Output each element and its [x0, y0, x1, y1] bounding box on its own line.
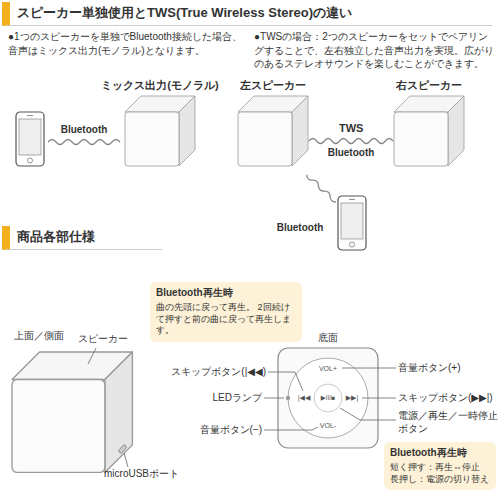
- node-heading: ミックス出力(モノラル): [101, 78, 218, 93]
- node-heading: 商品各部仕様: [17, 228, 156, 246]
- leader-line: [268, 372, 303, 391]
- leader-line: [264, 398, 284, 399]
- edge-label: TWS: [337, 122, 365, 134]
- note-text: ●1つのスピーカーを単独でBluetooth接続した場合、音声はミックス出力(モ…: [8, 30, 242, 57]
- part-label: Bluetooth: [328, 147, 375, 159]
- section-header: 商品各部仕様: [2, 226, 162, 250]
- button-symbol: ▶▶|: [346, 394, 359, 402]
- mono-speaker: [125, 96, 195, 166]
- part-label: Bluetooth: [61, 124, 108, 136]
- node-heading: 左スピーカー: [240, 78, 306, 93]
- speaker-side-view: [12, 352, 132, 472]
- note-text: ●TWSの場合：2つのスピーカーをセットでペアリングすることで、左右独立した音声…: [254, 30, 494, 71]
- part-label: 音量ボタン(−): [200, 424, 263, 436]
- speaker-node: ミックス出力(モノラル): [98, 78, 222, 168]
- leader-line: [342, 368, 396, 369]
- node-heading: Bluetooth再生時: [390, 446, 490, 460]
- led-lamp: [286, 396, 290, 400]
- right-speaker: [394, 96, 464, 166]
- part-label: LEDランプ: [213, 392, 262, 404]
- tws-link: [309, 139, 393, 144]
- control-pad: [288, 358, 368, 438]
- left-speaker: [238, 96, 308, 166]
- smartphone: [338, 196, 366, 250]
- smartphone: [16, 112, 44, 166]
- node-heading: Bluetooth再生時: [156, 286, 296, 300]
- speaker-node: 右スピーカー: [393, 78, 465, 168]
- center-button: [314, 384, 342, 412]
- part-label: 音量ボタン(+): [398, 362, 461, 374]
- button-symbol: VOL+: [319, 365, 337, 373]
- part-label: 底面: [318, 332, 338, 344]
- part-label: スピーカー: [78, 333, 128, 345]
- leader-line: [124, 453, 128, 467]
- leader-line: [340, 408, 396, 420]
- leader-line: [264, 427, 318, 430]
- section-header: スピーカー単独使用とTWS(True Wireless Stereo)の違い: [2, 2, 492, 26]
- usb-port: [118, 444, 127, 453]
- callout-box: Bluetooth再生時短く押す：再生⇔停止 長押し：電源の切り替え: [384, 442, 496, 490]
- node-body: 短く押す：再生⇔停止 長押し：電源の切り替え: [390, 462, 490, 485]
- bluetooth-wave: [305, 173, 337, 203]
- bluetooth-wave: [48, 140, 120, 145]
- speaker-node: 左スピーカー: [237, 78, 309, 168]
- part-label: Bluetooth: [277, 222, 324, 234]
- button-symbol: VOL-: [320, 422, 336, 430]
- leader-line: [88, 348, 96, 364]
- note-text: 電源／再生／一時停止ボタン: [398, 410, 498, 436]
- part-label: スキップボタン(▶▶|): [398, 392, 493, 404]
- node-body: 曲の先頭に戻って再生。 2回続けて押すと前の曲に戻って再生します。: [156, 302, 296, 337]
- part-label: スキップボタン(|◀◀): [171, 366, 266, 378]
- part-label: 上面／側面: [14, 330, 64, 342]
- part-label: microUSBポート: [104, 468, 179, 480]
- leader-line: [362, 398, 396, 399]
- callout-box: Bluetooth再生時曲の先頭に戻って再生。 2回続けて押すと前の曲に戻って再…: [150, 282, 302, 342]
- button-symbol: |◀◀: [298, 394, 311, 402]
- button-symbol: ▶II/■: [321, 394, 335, 402]
- node-heading: 右スピーカー: [396, 78, 462, 93]
- node-heading: スピーカー単独使用とTWS(True Wireless Stereo)の違い: [17, 4, 486, 22]
